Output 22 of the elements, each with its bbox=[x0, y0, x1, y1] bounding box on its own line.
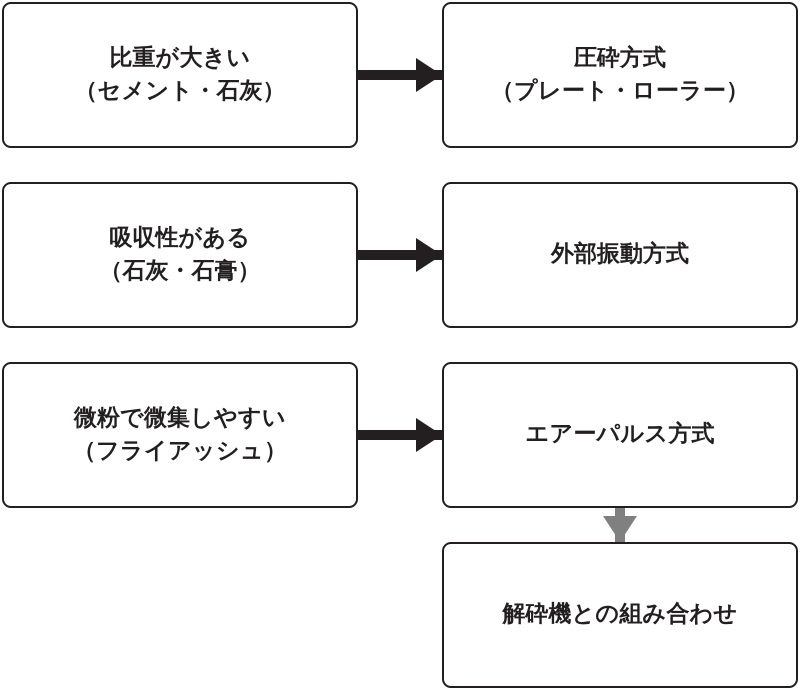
process-box bbox=[442, 2, 798, 148]
box-text: 比重が大きい bbox=[110, 44, 250, 73]
process-box bbox=[442, 362, 798, 508]
box-text: 吸収性がある bbox=[110, 224, 250, 253]
process-box bbox=[2, 2, 358, 148]
box-text: 微粉で微集しやすい bbox=[74, 404, 286, 433]
box-text: （セメント・石灰） bbox=[74, 77, 286, 106]
box-text: （フライアッシュ） bbox=[73, 437, 287, 466]
box-text: エアーパルス方式 bbox=[526, 420, 714, 450]
process-box bbox=[2, 362, 358, 508]
arrow bbox=[358, 238, 442, 272]
arrow bbox=[358, 418, 442, 452]
arrow bbox=[358, 58, 442, 92]
process-box bbox=[2, 182, 358, 328]
box-text: （プレート・ローラー） bbox=[491, 77, 749, 106]
arrow bbox=[603, 508, 637, 542]
box-text: 解砕機との組み合わせ bbox=[502, 600, 738, 630]
process-box bbox=[442, 542, 798, 688]
box-text: 外部振動方式 bbox=[551, 240, 689, 270]
box-text: （石灰・石膏） bbox=[100, 257, 260, 286]
box-text: 圧砕方式 bbox=[574, 44, 666, 73]
process-box bbox=[442, 182, 798, 328]
